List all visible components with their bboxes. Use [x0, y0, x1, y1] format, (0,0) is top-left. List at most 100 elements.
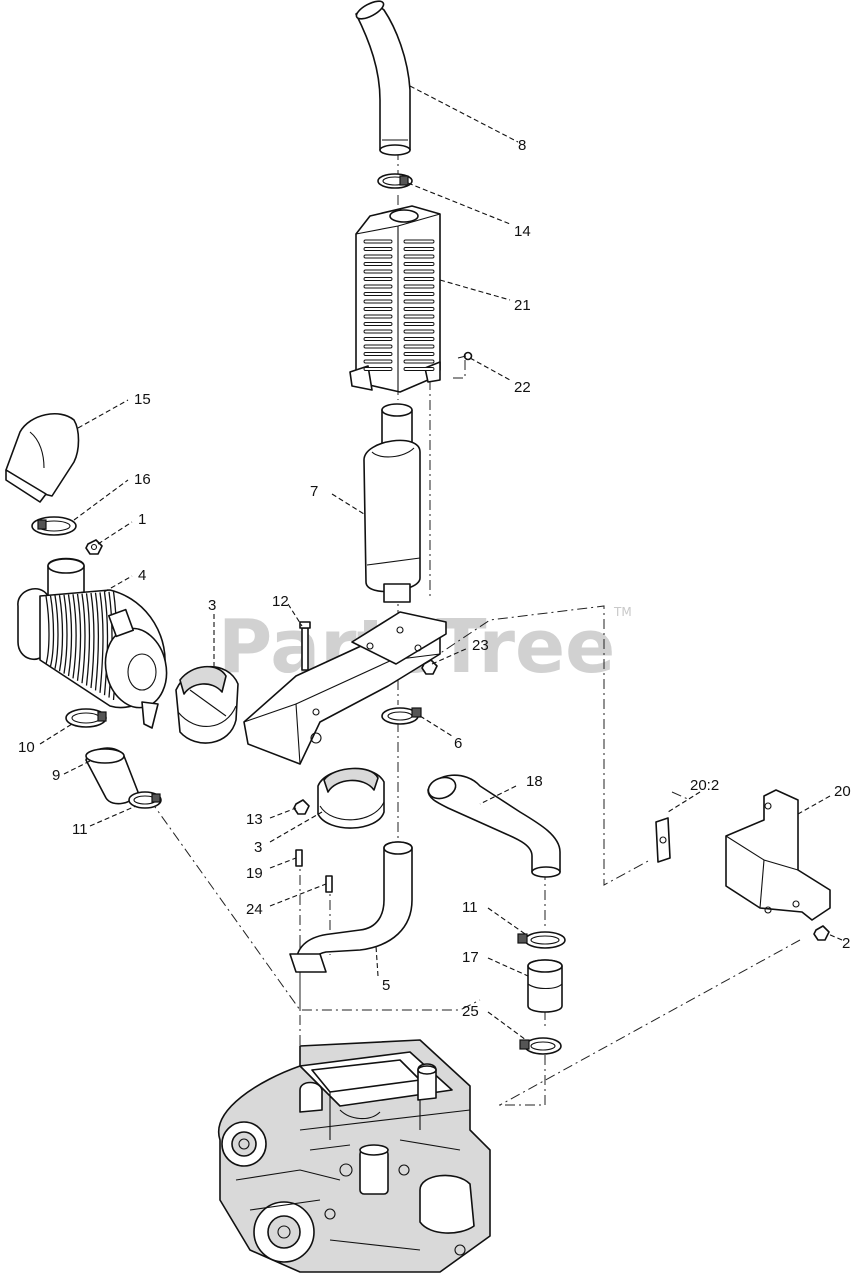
clamp-part-16 [31, 516, 77, 536]
shield-vent-slot [363, 299, 393, 304]
callout-11-right: 11 [462, 899, 478, 916]
air-cleaner-rib [85, 593, 91, 686]
shield-vent-slot [403, 352, 435, 356]
plate-part-20-2 [655, 817, 671, 863]
callout-17: 17 [462, 949, 479, 966]
nut-part-13 [293, 799, 310, 815]
clamp-part-10 [65, 708, 107, 728]
callout-15: 15 [134, 391, 151, 408]
callout-20-2: 20:2 [690, 777, 719, 794]
callout-12: 12 [272, 593, 289, 610]
callout-22: 22 [514, 379, 531, 396]
nut-part-2 [813, 925, 830, 941]
clamp-part-11-right [517, 931, 566, 949]
air-cleaner-rib [90, 592, 95, 689]
callout-leaders [39, 85, 843, 1041]
callout-18: 18 [526, 773, 543, 790]
air-cleaner-rib [103, 592, 109, 696]
shield-vent-slot [403, 344, 435, 349]
heat-shield-part-21 [349, 205, 441, 393]
callout-4: 4 [138, 567, 146, 584]
callout-23: 23 [472, 637, 489, 654]
air-cleaner-rib [81, 593, 86, 684]
callout-8: 8 [518, 137, 526, 154]
air-cleaner-rib [49, 595, 55, 667]
callout-3-lower: 3 [254, 839, 262, 856]
callout-labels: 8 14 21 22 15 16 1 7 4 3 12 23 6 10 9 11… [18, 137, 851, 1020]
assembly-lines [149, 150, 801, 1106]
stud-part-24 [325, 875, 333, 893]
air-cleaner-ribs [45, 591, 118, 701]
air-cleaner-rib [99, 592, 104, 693]
air-cleaner-rib [54, 595, 59, 669]
callout-9: 9 [52, 767, 60, 784]
air-cleaner-rib [67, 594, 73, 677]
shield-vent-slot [403, 269, 435, 274]
muffler-part-7 [363, 403, 421, 603]
screw-part-22 [457, 351, 473, 361]
air-cleaner-rib [76, 593, 82, 681]
callout-16: 16 [134, 471, 151, 488]
shield-vent-slot [363, 322, 393, 326]
mount-band-part-3-upper [175, 665, 239, 744]
bracket-part-20 [725, 789, 831, 921]
clamp-part-14 [377, 173, 413, 189]
stud-part-19 [295, 849, 303, 867]
shield-vent-slot [403, 247, 435, 251]
shield-vent-slot [363, 352, 393, 356]
shield-vent-slot [403, 307, 435, 311]
tailpipe-part-8 [355, 0, 411, 156]
callout-5: 5 [382, 977, 390, 994]
exhaust-elbow-part-5 [289, 841, 413, 973]
air-cleaner-rib [45, 595, 50, 665]
shield-vent-slot [403, 314, 435, 319]
hose-part-18 [427, 774, 561, 878]
shield-vent-slot [363, 262, 393, 266]
bolt-part-12 [299, 621, 311, 671]
shield-vents [363, 239, 435, 371]
clamp-part-11-left [128, 791, 162, 809]
shield-vent-slot [403, 322, 435, 326]
shield-vent-slot [363, 307, 393, 311]
shield-vent-slot [403, 284, 435, 289]
shield-vent-slot [403, 277, 435, 281]
hose-part-9 [85, 747, 139, 805]
air-cleaner-rib [94, 592, 100, 691]
air-cleaner-rib [63, 594, 68, 674]
callout-2: 2 [842, 935, 850, 952]
shield-vent-slot [363, 344, 393, 349]
shield-vent-slot [363, 247, 393, 251]
air-cleaner-rib [58, 594, 64, 672]
callout-3-upper: 3 [208, 597, 216, 614]
callout-24: 24 [246, 901, 263, 918]
callout-6: 6 [454, 735, 462, 752]
callout-10: 10 [18, 739, 35, 756]
shield-vent-slot [363, 239, 393, 244]
shield-vent-slot [363, 329, 393, 334]
coupler-part-17 [527, 959, 563, 1013]
shield-vent-slot [403, 254, 435, 259]
callout-13: 13 [246, 811, 263, 828]
clamp-part-6 [381, 707, 422, 725]
clamp-part-25 [519, 1037, 562, 1055]
shield-vent-slot [403, 367, 435, 371]
nut-part-1 [85, 539, 103, 555]
shield-vent-slot [403, 359, 435, 364]
shield-vent-slot [403, 329, 435, 334]
callout-7: 7 [310, 483, 318, 500]
mount-band-part-3-lower [317, 767, 385, 829]
shield-vent-slot [363, 254, 393, 259]
shield-vent-slot [403, 239, 435, 244]
shield-vent-slot [363, 284, 393, 289]
callout-1: 1 [138, 511, 146, 528]
callout-21: 21 [514, 297, 531, 314]
callout-11-left: 11 [72, 821, 88, 838]
shield-vent-slot [363, 292, 393, 296]
shield-vent-slot [363, 314, 393, 319]
shield-vent-slot [363, 277, 393, 281]
intake-elbow-part-15 [5, 412, 80, 503]
shield-vent-slot [363, 337, 393, 341]
shield-vent-slot [403, 292, 435, 296]
mounting-bracket [243, 611, 447, 765]
